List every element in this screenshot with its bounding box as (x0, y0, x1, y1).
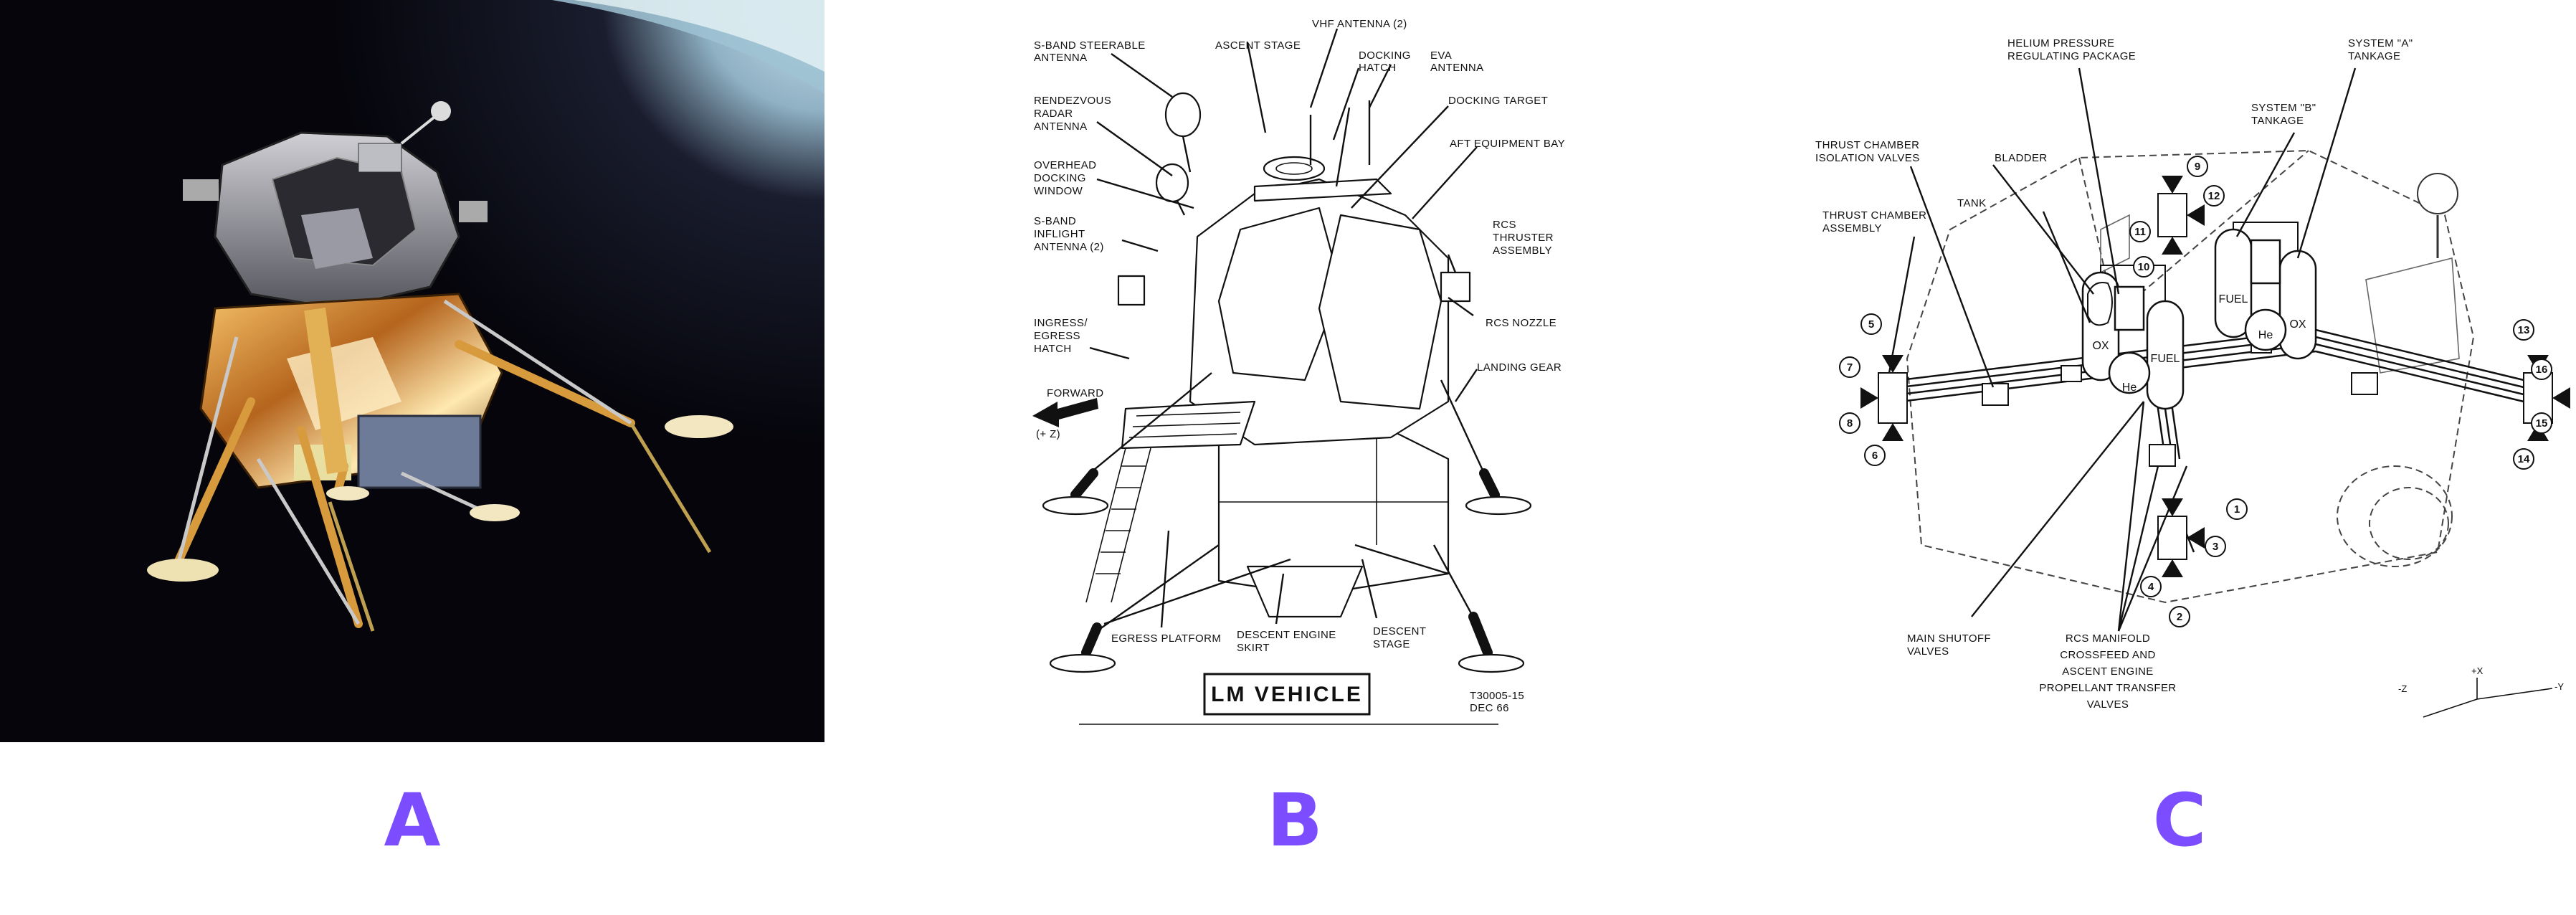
label-rcs-nozzle: RCS NOZZLE (1486, 317, 1556, 329)
label-bladder: BLADDER (1995, 152, 2048, 164)
tank-label-ox-a: OX (2289, 318, 2306, 331)
label-plus-z: (+ Z) (1036, 428, 1060, 440)
axis-plus-x: +X (2471, 665, 2484, 676)
thruster-num-4: 4 (2148, 581, 2154, 593)
panel-c-schematic: 1 2 3 4 5 6 7 8 9 10 11 12 13 14 15 16 O… (1807, 0, 2576, 742)
lunar-module-photo (0, 0, 824, 742)
panel-a-photo (0, 0, 824, 742)
label-tank: TANK (1957, 197, 1987, 209)
label-docking-target: DOCKING TARGET (1448, 95, 1548, 107)
axis-minus-y: -Y (2554, 681, 2564, 692)
thruster-num-2: 2 (2177, 611, 2182, 623)
title-box-text: LM VEHICLE (1211, 683, 1363, 706)
tank-label-he-b: He (2122, 381, 2137, 394)
panel-b-letter: B (1267, 778, 1323, 863)
tank-label-he-a: He (2258, 329, 2273, 341)
thruster-num-7: 7 (1847, 361, 1853, 374)
title-box (1203, 673, 1371, 716)
thruster-num-9: 9 (2195, 161, 2200, 173)
label-system-b: SYSTEM "B"TANKAGE (2251, 102, 2316, 127)
thruster-num-6: 6 (1872, 450, 1878, 462)
thruster-num-3: 3 (2213, 541, 2218, 553)
label-egress-platform: EGRESS PLATFORM (1111, 632, 1221, 645)
thruster-num-14: 14 (2518, 453, 2530, 465)
thruster-num-11: 11 (2134, 226, 2146, 238)
thruster-num-8: 8 (1847, 417, 1853, 430)
label-system-a: SYSTEM "A"TANKAGE (2348, 37, 2413, 62)
thruster-num-1: 1 (2234, 503, 2240, 516)
label-ascent-stage: ASCENT STAGE (1215, 39, 1301, 52)
label-forward: FORWARD (1047, 387, 1103, 399)
tank-label-fuel-a: FUEL (2219, 293, 2248, 305)
thruster-num-16: 16 (2536, 364, 2548, 376)
label-vhf-antenna: VHF ANTENNA (2) (1312, 18, 1407, 30)
thruster-num-10: 10 (2138, 261, 2150, 273)
thruster-num-12: 12 (2208, 190, 2220, 202)
label-aft-equipment-bay: AFT EQUIPMENT BAY (1450, 138, 1565, 150)
tank-label-ox-b: OX (2092, 340, 2109, 352)
tank-label-fuel-b: FUEL (2151, 353, 2180, 365)
panel-c-letter: C (2152, 778, 2207, 863)
thruster-num-15: 15 (2536, 417, 2548, 430)
thruster-num-13: 13 (2518, 324, 2530, 336)
axis-minus-z: -Z (2398, 683, 2407, 694)
rcs-schematic: 1 2 3 4 5 6 7 8 9 10 11 12 13 14 15 16 O… (1815, 37, 2570, 718)
label-landing-gear: LANDING GEAR (1477, 361, 1562, 374)
thruster-num-5: 5 (1868, 318, 1874, 331)
panel-a-letter: A (384, 778, 441, 863)
